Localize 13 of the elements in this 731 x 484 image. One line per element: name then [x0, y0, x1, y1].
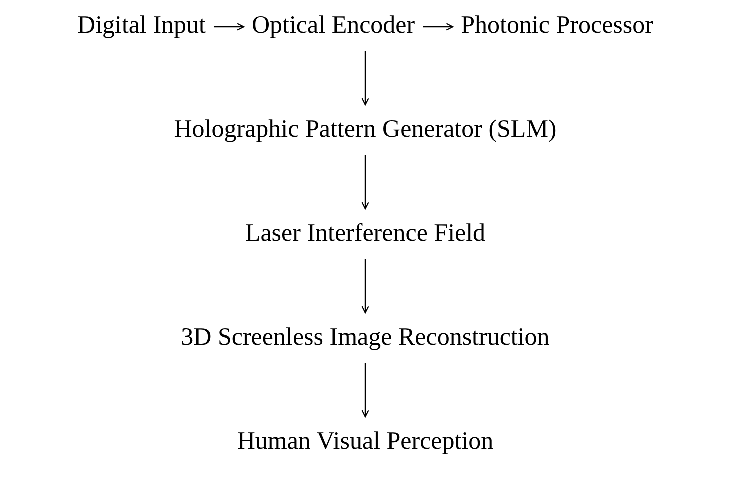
- flow-step-text: Human Visual Perception: [237, 427, 494, 457]
- flow-step-text: Laser Interference Field: [245, 219, 486, 249]
- arrow: [214, 23, 245, 31]
- arrow: [362, 259, 370, 314]
- arrow: [362, 155, 370, 210]
- flow-step-text: Optical Encoder: [252, 11, 416, 41]
- flow-step-text: Photonic Processor: [461, 11, 654, 41]
- flow-step-text: Holographic Pattern Generator (SLM): [174, 115, 557, 145]
- arrow: [423, 23, 454, 31]
- flow-step-text: Digital Input: [78, 11, 206, 41]
- flow-step-text: 3D Screenless Image Reconstruction: [181, 323, 550, 353]
- arrow: [362, 363, 370, 418]
- arrow: [362, 51, 370, 106]
